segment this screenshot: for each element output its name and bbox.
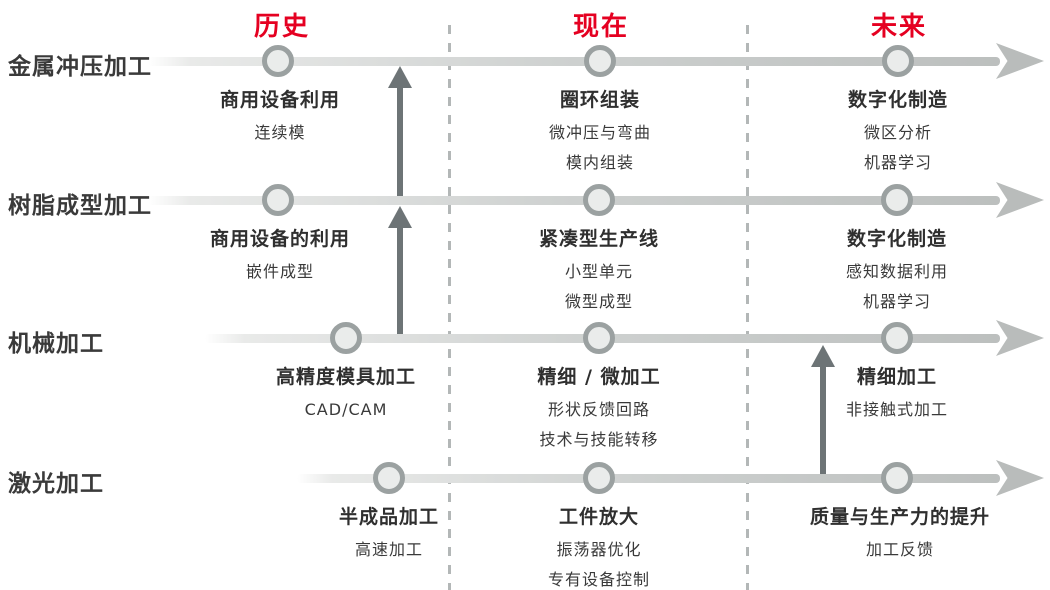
milestone-detail: 机器学习 (863, 153, 932, 172)
milestone: 精细 / 微加工 形状反馈回路 技术与技能转移 (469, 365, 729, 455)
row-label-metal-stamping: 金属冲压加工 (8, 54, 152, 80)
up-arrow-shaft (820, 367, 826, 474)
milestone: 圈环组装 微冲压与弯曲 模内组装 (470, 88, 730, 178)
milestone: 紧凑型生产线 小型单元 微型成型 (469, 227, 729, 317)
timeline-track (148, 196, 1000, 205)
milestone-detail: 振荡器优化 (556, 540, 642, 559)
divider-present-future (746, 25, 749, 590)
milestone-title: 精细 / 微加工 (537, 366, 661, 388)
milestone-title: 质量与生产力的提升 (809, 506, 990, 528)
row-label-laser-processing: 激光加工 (8, 471, 104, 497)
period-header-future: 未来 (870, 12, 928, 42)
milestone-node (881, 322, 913, 354)
milestone-node (583, 322, 615, 354)
up-arrowhead-icon (388, 66, 412, 88)
milestone-detail: 嵌件成型 (245, 262, 314, 281)
milestone-detail: 非接触式加工 (845, 400, 948, 419)
milestone-detail: 机器学习 (862, 292, 931, 311)
up-arrow-shaft (397, 88, 403, 197)
milestone-detail: 加工反馈 (865, 540, 934, 559)
milestone: 半成品加工 高速加工 (259, 505, 519, 565)
up-arrowhead-icon (811, 345, 835, 367)
milestone-node (262, 45, 294, 77)
milestone: 质量与生产力的提升 加工反馈 (770, 505, 1030, 565)
milestone-node (882, 45, 914, 77)
milestone-detail: 技术与技能转移 (539, 430, 659, 449)
milestone-title: 商用设备利用 (219, 89, 340, 111)
period-header-history: 历史 (253, 12, 311, 42)
milestone: 工件放大 振荡器优化 专有设备控制 (469, 505, 729, 590)
up-arrow-resin-to-metal (388, 66, 412, 197)
milestone-node (330, 322, 362, 354)
milestone-title: 圈环组装 (559, 89, 640, 111)
right-arrowhead-icon (996, 320, 1044, 356)
milestone-node (262, 184, 294, 216)
milestone: 商用设备利用 连续模 (150, 88, 410, 148)
row-label-machining: 机械加工 (8, 331, 104, 357)
milestone-detail: 专有设备控制 (547, 570, 650, 589)
milestone: 数字化制造 微区分析 机器学习 (768, 88, 1028, 178)
right-arrowhead-icon (996, 182, 1044, 218)
milestone-title: 数字化制造 (847, 89, 948, 111)
right-arrowhead-icon (996, 460, 1044, 496)
up-arrowhead-icon (388, 206, 412, 228)
milestone: 精细加工 非接触式加工 (767, 365, 1027, 425)
timeline-track (297, 474, 1000, 483)
milestone-detail: 微冲压与弯曲 (548, 123, 651, 142)
milestone-node (584, 45, 616, 77)
up-arrow-shaft (397, 228, 403, 334)
milestone-detail: 高速加工 (354, 540, 423, 559)
milestone-title: 工件放大 (558, 506, 639, 528)
milestone-detail: 形状反馈回路 (547, 400, 650, 419)
milestone-detail: CAD/CAM (304, 400, 388, 419)
timeline-track (148, 57, 1000, 66)
row-label-resin-molding: 树脂成型加工 (8, 193, 152, 219)
milestone-title: 高精度模具加工 (275, 366, 416, 388)
milestone-node (881, 184, 913, 216)
milestone-title: 半成品加工 (338, 506, 439, 528)
milestone-title: 商用设备的利用 (209, 228, 350, 250)
milestone-title: 数字化制造 (846, 228, 947, 250)
milestone: 商用设备的利用 嵌件成型 (150, 227, 410, 287)
milestone-node (583, 184, 615, 216)
right-arrowhead-icon (996, 43, 1044, 79)
milestone-node (583, 462, 615, 494)
milestone-detail: 模内组装 (565, 153, 634, 172)
divider-history-present (448, 25, 451, 590)
milestone-detail: 连续模 (254, 123, 306, 142)
milestone-node (373, 462, 405, 494)
milestone-detail: 小型单元 (564, 262, 633, 281)
period-header-present: 现在 (572, 12, 630, 42)
milestone-title: 紧凑型生产线 (538, 228, 659, 250)
milestone-detail: 感知数据利用 (845, 262, 948, 281)
milestone-detail: 微型成型 (564, 292, 633, 311)
milestone-title: 精细加工 (856, 366, 937, 388)
milestone-detail: 微区分析 (863, 123, 932, 142)
milestone-node (881, 462, 913, 494)
up-arrow-machining-to-resin (388, 206, 412, 334)
up-arrow-laser-to-machining (811, 345, 835, 474)
milestone: 高精度模具加工 CAD/CAM (216, 365, 476, 425)
milestone: 数字化制造 感知数据利用 机器学习 (767, 227, 1027, 317)
